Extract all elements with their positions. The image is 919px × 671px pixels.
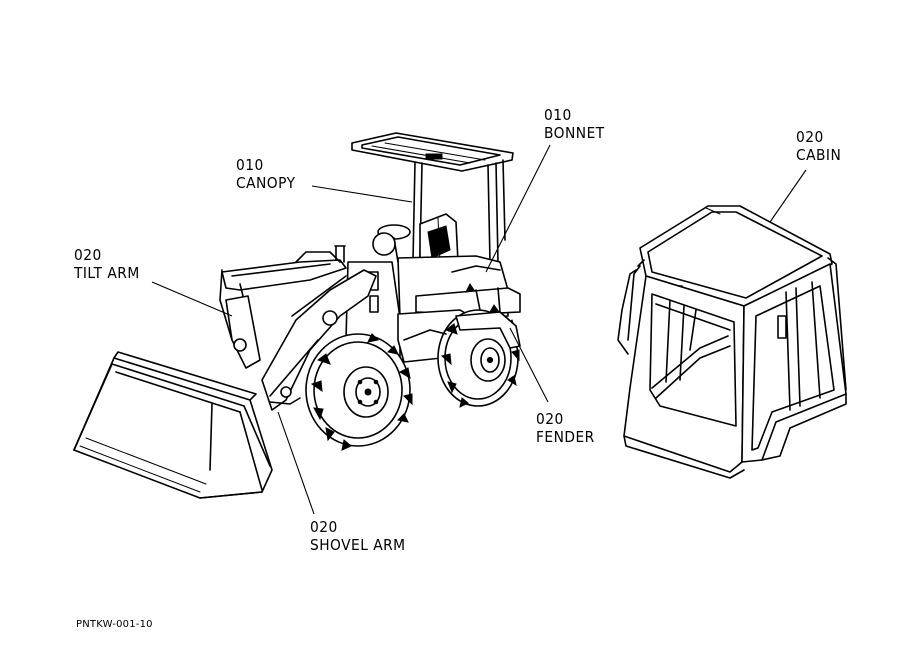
leader-cabin xyxy=(769,169,807,223)
cabin-part-number: 020 xyxy=(796,128,824,146)
leader-lines xyxy=(151,144,807,515)
bucket xyxy=(73,351,273,499)
shovel-arm-part-name: SHOVEL ARM xyxy=(310,536,406,554)
tilt-arm-part xyxy=(219,251,347,369)
rear-wheel xyxy=(437,304,520,408)
shovel-arm-callout: 020 SHOVEL ARM xyxy=(310,518,406,554)
canopy-callout: 010 CANOPY xyxy=(236,156,295,192)
tilt-arm-part-number: 020 xyxy=(74,246,102,264)
shovel-arm-part-number: 020 xyxy=(310,518,338,536)
cabin-illustration xyxy=(617,205,847,479)
leader-canopy xyxy=(311,185,413,203)
steering-wheel xyxy=(334,224,411,263)
cabin-callout: 020 CABIN xyxy=(796,128,841,164)
fender-part-name: FENDER xyxy=(536,428,595,446)
leader-tilt-arm xyxy=(151,281,233,317)
tilt-arm-part-name: TILT ARM xyxy=(74,264,140,282)
drawing-code: PNTKW-001-10 xyxy=(76,619,153,630)
bonnet-part-number: 010 xyxy=(544,106,572,124)
fender-part-number: 020 xyxy=(536,410,564,428)
fender-part xyxy=(403,311,521,349)
canopy-part xyxy=(351,132,514,263)
fender-callout: 020 FENDER xyxy=(536,410,595,446)
leader-fender xyxy=(509,327,549,403)
tilt-arm-callout: 020 TILT ARM xyxy=(74,246,140,282)
bonnet-callout: 010 BONNET xyxy=(544,106,605,142)
cabin-part-name: CABIN xyxy=(796,146,842,164)
shovel-arm-part xyxy=(261,269,377,411)
canopy-part-number: 010 xyxy=(236,156,264,174)
leader-shovel-arm xyxy=(277,411,315,515)
front-wheel xyxy=(305,333,413,451)
leader-bonnet xyxy=(485,144,551,273)
wheel-loader-illustration xyxy=(73,132,521,499)
bonnet-part-name: BONNET xyxy=(544,124,605,142)
canopy-part-name: CANOPY xyxy=(236,174,296,192)
